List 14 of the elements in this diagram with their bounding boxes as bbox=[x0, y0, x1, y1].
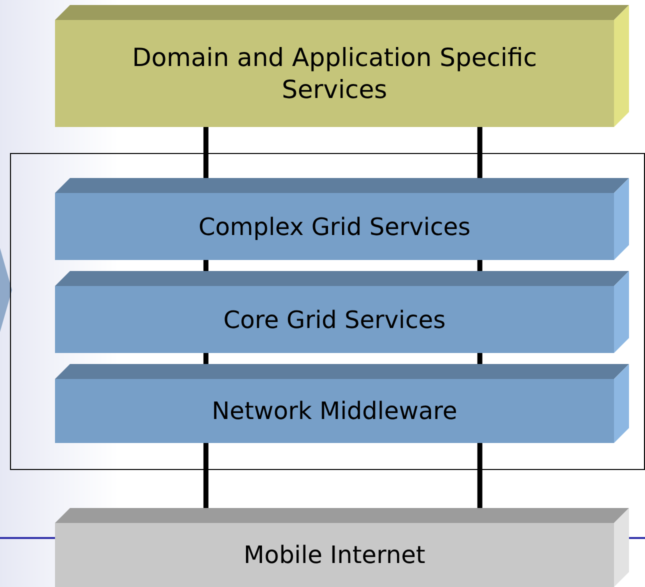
frame-box bbox=[10, 153, 645, 470]
layer-label: Core Grid Services bbox=[223, 304, 446, 334]
connector-line bbox=[477, 353, 482, 364]
connector-line bbox=[203, 260, 208, 271]
layer-label: Mobile Internet bbox=[244, 540, 426, 570]
layer-label: Domain and Application Specific Services bbox=[131, 42, 538, 105]
connector-line bbox=[203, 127, 208, 178]
connector-line bbox=[477, 260, 482, 271]
connector-line bbox=[477, 127, 482, 178]
connector-line bbox=[203, 353, 208, 364]
layer-label: Complex Grid Services bbox=[198, 212, 471, 242]
connector-line bbox=[477, 443, 482, 508]
connector-line bbox=[203, 443, 208, 508]
layer-label: Network Middleware bbox=[212, 396, 458, 426]
